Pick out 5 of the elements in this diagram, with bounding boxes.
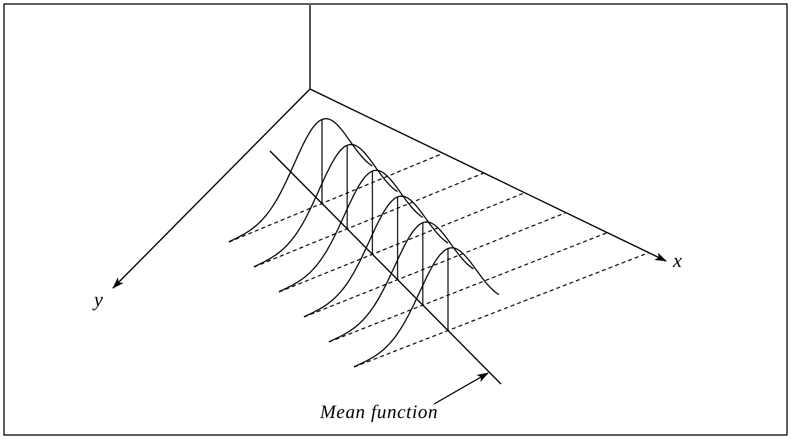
axis-label: x xyxy=(673,251,682,271)
leader-line xyxy=(434,372,489,405)
callout-text: Mean function xyxy=(320,403,438,422)
axis-label: y xyxy=(94,290,103,310)
mean-line xyxy=(270,150,502,384)
